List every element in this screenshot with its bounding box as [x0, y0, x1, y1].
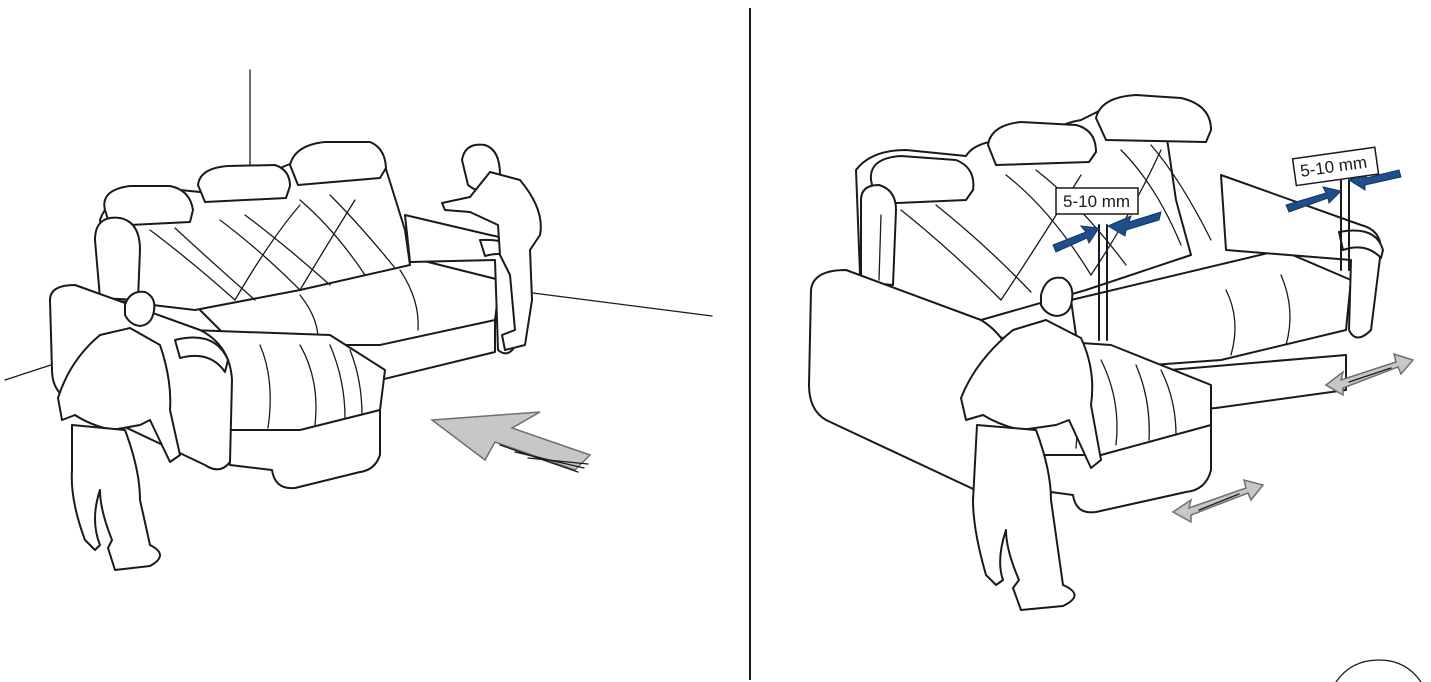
left-illustration	[0, 0, 749, 682]
right-panel: 5-10 mm 5-10 mm	[751, 0, 1431, 682]
gap-label-center: 5-10 mm	[1063, 192, 1130, 211]
left-panel	[0, 0, 749, 682]
push-arrow	[432, 412, 590, 472]
partial-circle	[1336, 660, 1421, 682]
right-illustration: 5-10 mm 5-10 mm	[751, 0, 1431, 682]
